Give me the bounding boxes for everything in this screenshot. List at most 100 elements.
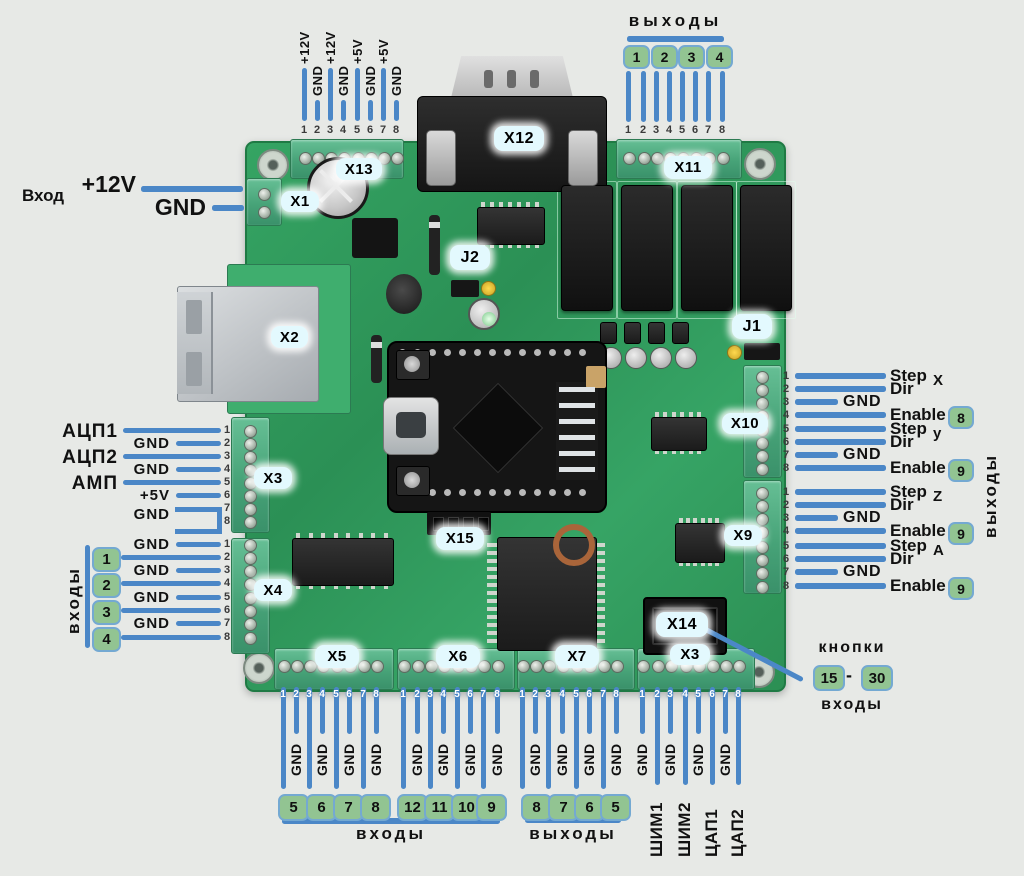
pin-number: 4	[223, 463, 231, 475]
ic-driver-a-pin	[680, 449, 685, 454]
pin-number: 7	[223, 502, 231, 514]
output-badge: 1	[623, 45, 650, 69]
pin-number: 8	[373, 689, 379, 700]
connector-label-x9: X9	[724, 525, 762, 546]
connector-label-j1: J1	[732, 314, 772, 339]
antenna-trace	[559, 403, 595, 408]
gnd-label-vertical: GND	[690, 743, 706, 776]
terminal-x1-screw	[257, 205, 271, 219]
terminal-x11-screw	[622, 151, 636, 165]
ic-buffer	[292, 538, 394, 586]
pin-line	[373, 687, 379, 734]
gnd-label-vertical: GND	[314, 743, 330, 776]
pin-line	[346, 687, 352, 734]
gnd-label-vertical: GND	[527, 743, 543, 776]
ic-driver-a-pin	[688, 449, 693, 454]
pin-line	[280, 687, 286, 789]
connector-label-x11: X11	[664, 156, 712, 179]
relay	[621, 185, 673, 311]
pin-number: 2	[223, 437, 231, 449]
pin-line	[573, 687, 579, 789]
pin-number: 3	[652, 124, 660, 136]
ic-rs232-pin	[526, 202, 530, 207]
connector-label-x14: X14	[656, 612, 708, 637]
pin-number: 3	[326, 124, 334, 136]
signal-label: Step	[890, 366, 927, 385]
pin-line	[480, 687, 486, 789]
pin-line	[427, 687, 433, 789]
pin-line	[400, 687, 406, 789]
pin-line	[176, 595, 221, 600]
ic-rs232-pin	[526, 243, 530, 248]
mcu-button	[396, 466, 430, 496]
ic-buffer-pin	[371, 533, 376, 538]
pin-line	[121, 555, 221, 560]
enable-badge: 8	[948, 406, 974, 429]
pin-line	[123, 428, 221, 433]
pin-line	[795, 515, 838, 521]
pin-line	[340, 100, 346, 121]
gnd-label-vertical: GND	[341, 743, 357, 776]
antenna-trace	[559, 451, 595, 456]
pin-line	[360, 687, 366, 789]
pin-line	[121, 635, 221, 640]
pin-number: 4	[223, 577, 231, 589]
ic-buffer-pin	[296, 584, 300, 589]
j2-jumper	[451, 280, 479, 297]
pin-number: 7	[722, 689, 728, 700]
ic-main-pin	[595, 615, 605, 619]
pin-line	[532, 687, 538, 734]
signal-label-vertical: ЦАП1	[702, 808, 721, 857]
signal-label: Step	[890, 536, 927, 555]
pin-number: 1	[624, 124, 632, 136]
signal-label: Step	[890, 482, 927, 501]
ic-driver-b-pin	[707, 561, 712, 566]
capacitor	[386, 274, 422, 314]
diode	[429, 215, 440, 275]
pin-line	[795, 439, 886, 445]
ic-buffer-pin	[371, 584, 376, 589]
yellow-led	[727, 345, 742, 360]
axis-letter: y	[933, 425, 942, 442]
pin-number: 4	[440, 689, 446, 700]
pin-line	[467, 687, 473, 734]
pin-line	[545, 687, 551, 789]
pin-line	[454, 687, 460, 789]
ic-driver-b	[675, 523, 725, 563]
inductor-coil	[553, 524, 595, 566]
pin-line	[795, 556, 886, 562]
top-power-label: GND	[362, 65, 378, 96]
terminal-x5-screw	[370, 659, 384, 673]
gnd-label: GND	[843, 393, 882, 410]
pin-line	[709, 687, 715, 785]
ic-driver-a-pin	[688, 412, 693, 417]
axis-letter: Z	[933, 488, 943, 505]
connector-label-x6: X6	[436, 645, 480, 668]
pin-line	[519, 687, 525, 789]
gnd-bracket	[175, 507, 222, 534]
pin-number: 3	[306, 689, 312, 700]
pin-number: 5	[782, 540, 790, 552]
signal-label: Enable	[890, 576, 946, 595]
ic-buffer-pin	[358, 584, 363, 589]
input-badge: 2	[92, 573, 121, 598]
green-led	[482, 312, 496, 326]
power-module	[352, 218, 398, 258]
pin-line	[722, 687, 728, 734]
relay	[740, 185, 792, 311]
pin-number: 4	[682, 689, 688, 700]
antenna-area	[556, 382, 598, 480]
terminal-x3-bottom-screw	[719, 659, 733, 673]
mcu-pin-hole	[474, 349, 481, 356]
terminal-x9-screw	[755, 553, 769, 567]
ethernet-latch	[186, 352, 202, 386]
signal-label: Step	[890, 419, 927, 438]
connector-label-x7: X7	[555, 645, 599, 668]
transistor	[648, 322, 665, 344]
connector-label-x13: X13	[336, 158, 382, 180]
gnd-label: GND	[843, 446, 882, 463]
signal-label-vertical: ШИМ1	[647, 802, 666, 857]
buttons-from-badge: 15	[813, 665, 845, 691]
pin-number: 2	[782, 383, 790, 395]
pin-number: 4	[319, 689, 325, 700]
